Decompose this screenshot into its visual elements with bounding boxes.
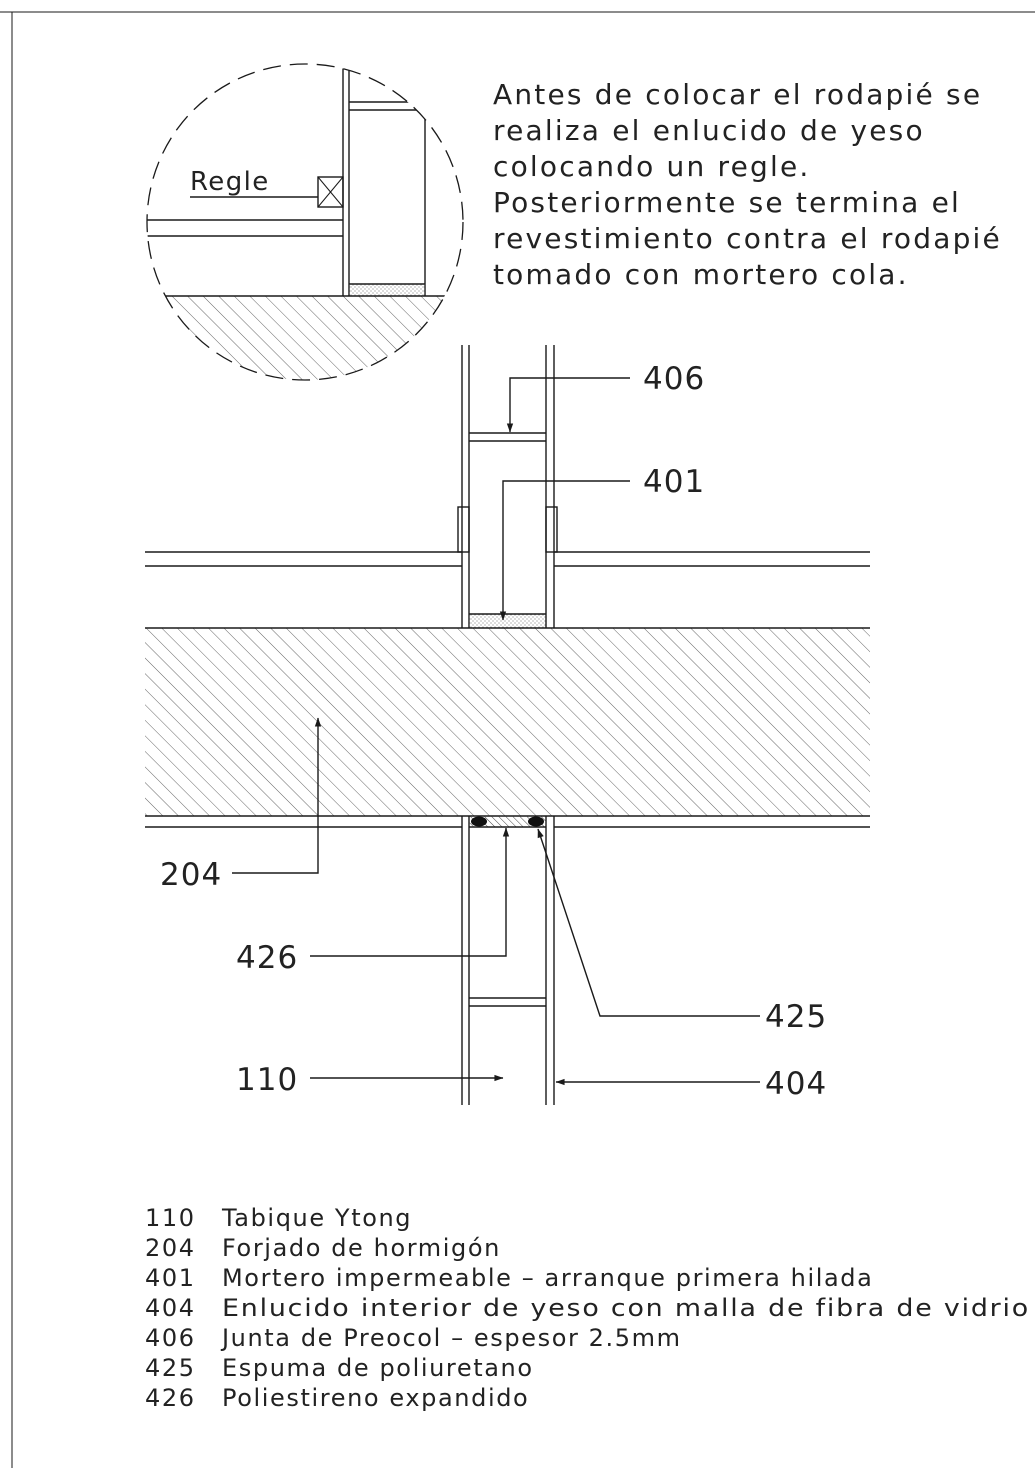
- leader-406: [506, 377, 630, 433]
- legend-text: Forjado de hormigón: [222, 1234, 501, 1262]
- legend-text: Tabique Ytong: [221, 1204, 412, 1232]
- tag-425: 425: [765, 999, 827, 1035]
- legend-code: 110: [145, 1204, 196, 1232]
- legend-text: Mortero impermeable – arranque primera h…: [222, 1264, 873, 1292]
- note-line-6: tomado con mortero cola.: [493, 258, 909, 291]
- tag-401: 401: [643, 464, 705, 500]
- legend-text: Poliestireno expandido: [222, 1384, 529, 1412]
- tag-110: 110: [236, 1062, 298, 1098]
- legend-text: Enlucido interior de yeso con malla de f…: [222, 1294, 1030, 1322]
- note-line-2: realiza el enlucido de yeso: [493, 114, 925, 147]
- detail-circle: Regle: [146, 63, 464, 381]
- tag-204: 204: [160, 857, 222, 893]
- note-line-5: revestimiento contra el rodapié: [493, 222, 1002, 255]
- main-section: [145, 345, 870, 1105]
- callouts: 406 401 204 426 425 110 404: [160, 361, 827, 1102]
- legend-code: 426: [145, 1384, 196, 1412]
- leader-204: [232, 717, 322, 874]
- legend: 110 Tabique Ytong 204 Forjado de hormigó…: [145, 1204, 1030, 1412]
- legend-code: 204: [145, 1234, 196, 1262]
- note-line-1: Antes de colocar el rodapié se: [493, 78, 982, 111]
- polystyrene-426: [469, 816, 546, 827]
- leader-425: [537, 828, 760, 1017]
- tag-406: 406: [643, 361, 705, 397]
- tag-426: 426: [236, 940, 298, 976]
- page-frame: [0, 11, 1035, 1468]
- legend-text: Junta de Preocol – espesor 2.5mm: [220, 1324, 682, 1352]
- foam-425-left: [471, 816, 487, 827]
- legend-code: 406: [145, 1324, 196, 1352]
- concrete-slab-204: [145, 628, 870, 816]
- skirting-right: [545, 506, 558, 553]
- note-line-3: colocando un regle.: [493, 150, 811, 183]
- note-line-4: Posteriormente se termina el: [493, 186, 961, 219]
- mortar-bed-401: [469, 614, 546, 628]
- regle-batten: [317, 176, 344, 208]
- detail-slab-hatch: [147, 296, 463, 380]
- detail-note: Antes de colocar el rodapié se realiza e…: [493, 78, 1002, 291]
- foam-425-right: [528, 816, 544, 827]
- regle-label: Regle: [190, 167, 270, 197]
- tag-404: 404: [765, 1066, 827, 1102]
- legend-code: 401: [145, 1264, 196, 1292]
- leader-401: [499, 480, 630, 621]
- legend-code: 425: [145, 1354, 196, 1382]
- legend-text: Espuma de poliuretano: [222, 1354, 534, 1382]
- leader-426: [310, 827, 510, 957]
- skirting-left: [457, 506, 470, 553]
- legend-code: 404: [145, 1294, 196, 1322]
- detail-mortar-bed: [349, 284, 425, 296]
- detail-boundary: [146, 63, 464, 381]
